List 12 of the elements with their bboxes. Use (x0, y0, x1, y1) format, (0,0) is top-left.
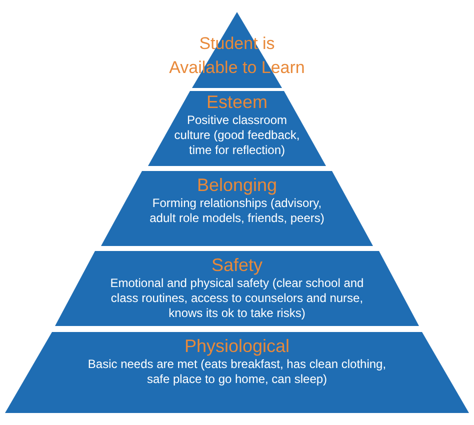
tier-heading: Belonging (196, 175, 278, 196)
tier-heading: Esteem (206, 92, 268, 113)
pyramid-tier (55, 251, 419, 326)
tier-description: Positive classroom culture (good feedback, time for reflection) (173, 113, 301, 158)
pyramid-tier (101, 171, 373, 246)
tier-description: Forming relationships (advisory, adult role models, friends, peers) (148, 196, 326, 226)
tier-heading: Safety (211, 255, 263, 276)
tier-description: Emotional and physical safety (clear school and class routines, access to counselors and nurse, knows its ok to take risks) (109, 276, 365, 321)
pyramid-tier (148, 91, 326, 166)
tier-description: Basic needs are met (eats breakfast, has clean clothing, safe place to go home, can sleep) (86, 357, 388, 387)
tier-heading: Physiological (184, 336, 290, 357)
pyramid-tier (5, 332, 469, 413)
